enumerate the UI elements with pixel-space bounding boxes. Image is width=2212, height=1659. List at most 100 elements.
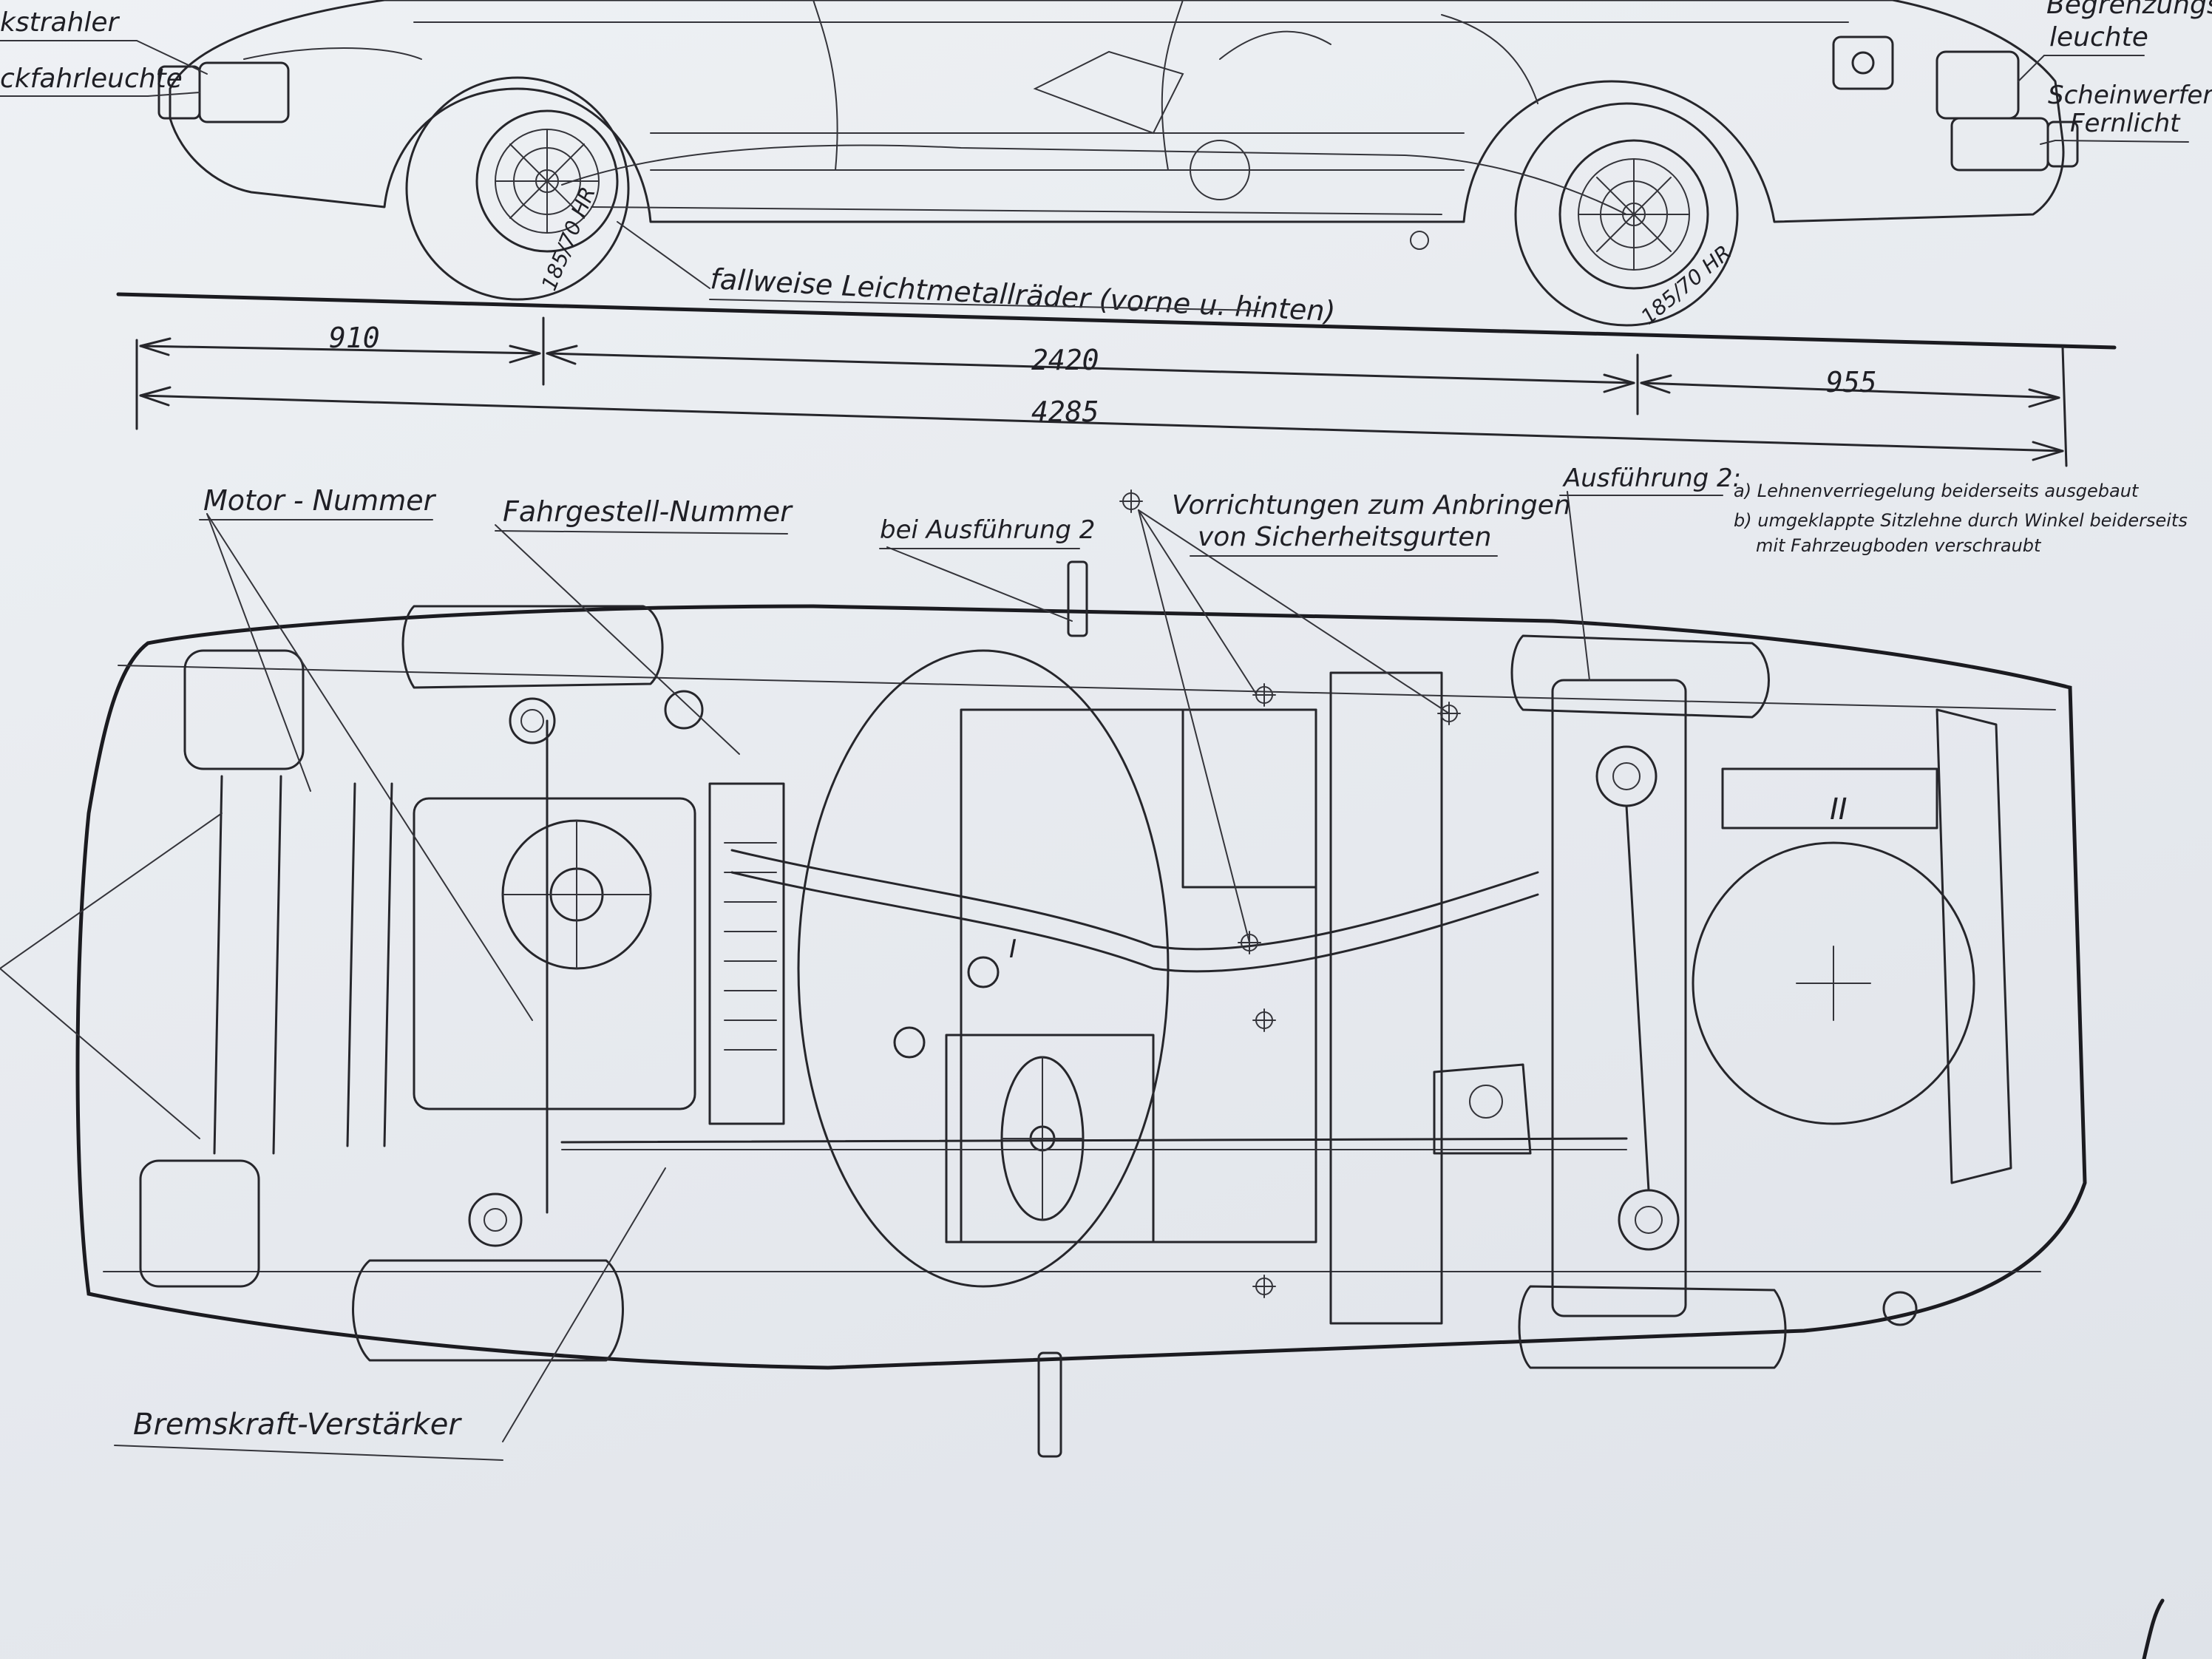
- front-marker-lamp: [1936, 50, 2020, 120]
- front-light-housing: [1832, 35, 1894, 90]
- leader-fahrgestell: [495, 524, 740, 755]
- label-gurte-2: von Sicherheitsgurten: [1198, 522, 1491, 552]
- label-motor-nummer: Motor - Nummer: [203, 484, 437, 517]
- steering-spokes: [1001, 1056, 1084, 1221]
- underside-view: Motor - Nummer Fahrgestell-Nummer bei Au…: [0, 464, 2188, 1461]
- floorpan: [960, 708, 1317, 1244]
- front-strut-left: [1595, 745, 1658, 807]
- front-strut-right: [1618, 1189, 1680, 1251]
- rear-wheel-well-left: [401, 605, 664, 689]
- marker-I-anchor: [967, 956, 1000, 988]
- front-bumper-support: [1936, 708, 2012, 1184]
- rear-radiator-1: [346, 782, 356, 1147]
- underline-fahrgestell: [495, 530, 788, 535]
- leader-ausfuehrung: [886, 546, 1073, 622]
- side-pivot: [1410, 231, 1429, 250]
- dim-total-length: 4285: [1031, 396, 1099, 428]
- underside-edge-top: [118, 665, 2056, 710]
- leader-rueckfahrleuchte: [147, 92, 200, 97]
- fuel-tank: [708, 782, 785, 1125]
- fuel-tank-ribs: [724, 842, 777, 1051]
- exhaust-pipe: [730, 849, 1539, 951]
- rear-spring-left: [509, 697, 556, 744]
- label-gurte-1: Vorrichtungen zum Anbringen: [1172, 490, 1571, 520]
- label-rueckfahrleuchte: ckfahrleuchte: [0, 64, 183, 94]
- leader-motor-nummer: [206, 513, 533, 1021]
- rear-lamp-left: [183, 649, 305, 770]
- dim-wheelbase: 2420: [1031, 344, 1099, 376]
- leader-rueckstrahler: [136, 40, 208, 75]
- floor-seat-mount-2: [945, 1034, 1155, 1244]
- seat-bracket-upper: [1067, 560, 1088, 637]
- rear-lamp-right: [139, 1159, 260, 1288]
- underline-bremskraft: [114, 1445, 503, 1461]
- label-rueckstrahler: kstrahler: [0, 7, 121, 38]
- front-spare-wheel: [1692, 841, 1975, 1125]
- pen-mark: [2142, 1598, 2165, 1659]
- rear-crossmember: [213, 775, 223, 1155]
- label-ausfuehrung-title: Ausführung 2:: [1562, 464, 1741, 493]
- label-scheinwerfer-2: Fernlicht: [2070, 109, 2181, 138]
- engine-block: [413, 797, 696, 1110]
- leader-motor-nummer-2: [206, 513, 311, 792]
- spare-wheel-ring: [797, 649, 1170, 1288]
- front-light-ring: [1851, 51, 1875, 75]
- label-ausfuehrung-b2: mit Fahrzeugboden verschraubt: [1756, 535, 2042, 556]
- seat-bracket-lower: [1037, 1351, 1062, 1458]
- leader-gurte-1: [1138, 509, 1258, 696]
- chassis-number-plate: [664, 690, 704, 730]
- label-bremskraft-verstaerker: Bremskraft-Verstärker: [133, 1408, 462, 1442]
- leader-left-edge-2: [0, 968, 200, 1139]
- front-headlamp: [1950, 117, 2049, 172]
- label-fahrgestell-nummer: Fahrgestell-Nummer: [503, 495, 793, 528]
- label-scheinwerfer-1: Scheinwerfer fü: [2048, 81, 2212, 110]
- side-view: kstrahler ckfahrleuchte Begrenzungs leuc…: [0, 0, 2212, 467]
- front-axle: [1625, 804, 1650, 1192]
- side-seat-line: [812, 0, 838, 171]
- leader-scheinwerfer: [2040, 140, 2056, 145]
- rear-wheel-well-right: [352, 1259, 624, 1362]
- marker-II: II: [1830, 793, 1848, 827]
- front-spare-cross: [1796, 946, 1871, 1021]
- side-b-pillar: [1161, 0, 1184, 171]
- side-frame-rail: [591, 206, 1442, 215]
- label-ausfuehrung-a: a) Lehnenverriegelung beiderseits ausgeb…: [1734, 481, 2140, 501]
- marker-I: I: [1009, 934, 1017, 964]
- leader-begrenzungsleuchte: [2018, 55, 2045, 82]
- dim-rear-overhang: 910: [329, 322, 380, 354]
- tire-label-rear: 185/70 HR: [537, 183, 600, 294]
- front-wheel-well-right: [1518, 1285, 1787, 1369]
- rear-spring-left-inner: [520, 709, 544, 733]
- leader-ausfuehrung-2: [1567, 491, 1590, 681]
- leader-leichtmetallraeder: [617, 221, 710, 289]
- rear-crossmember-2: [272, 775, 282, 1155]
- leader-left-edge-1: [0, 812, 223, 969]
- rear-lamp: [198, 61, 290, 123]
- brake-line-main: [560, 1137, 1628, 1144]
- floor-seat-mount-1: [1181, 708, 1317, 889]
- side-driveshaft: [561, 144, 1627, 215]
- label-bei-ausfuehrung: bei Ausführung 2: [880, 515, 1095, 545]
- dimension-lines: [135, 316, 2068, 467]
- ground-line: [116, 292, 2117, 350]
- underline-scheinwerfer: [2055, 140, 2189, 143]
- leader-gurte-2: [1138, 509, 1250, 943]
- side-door-curve: [1441, 14, 1538, 104]
- seatbelt-anchors: [1119, 489, 1461, 1298]
- front-battery: [1721, 767, 1938, 830]
- rear-spring-right-inner: [484, 1208, 507, 1232]
- front-tow-hook: [1882, 1291, 1918, 1326]
- front-crossmember-frame: [1329, 671, 1443, 1325]
- side-seat-frame: [1033, 50, 1184, 135]
- front-bumper: [2046, 121, 2079, 168]
- rear-spring-right: [468, 1192, 523, 1247]
- engine-cross: [502, 820, 651, 969]
- side-seat-back: [1219, 30, 1331, 60]
- front-subframe: [1551, 679, 1687, 1317]
- rear-radiator-2: [383, 782, 393, 1147]
- front-wheel-well-left: [1510, 634, 1770, 719]
- leader-gurte-3: [1138, 509, 1450, 714]
- side-body-outline: [169, 0, 2065, 223]
